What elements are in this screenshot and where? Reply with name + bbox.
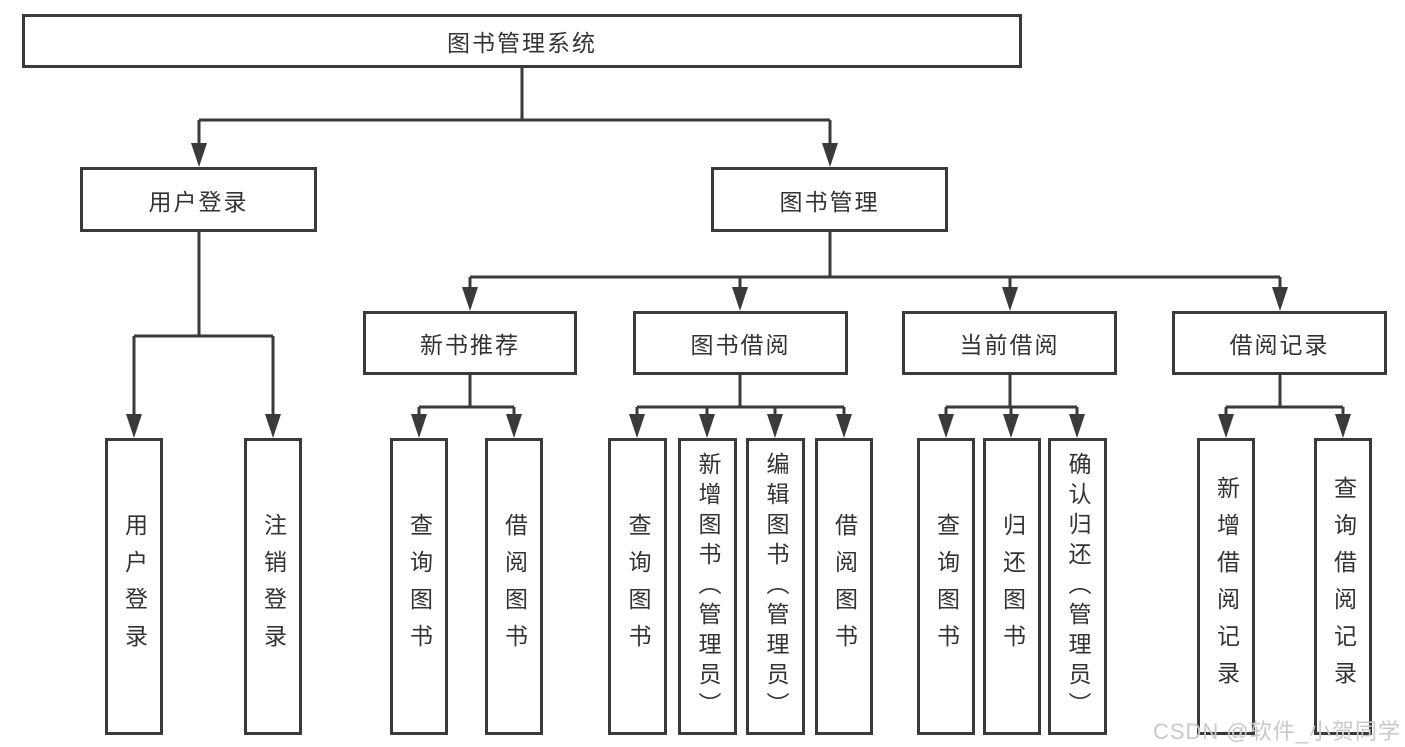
leaf-query-books-2: 查询图书 [608,438,667,735]
node-root-label: 图书管理系统 [447,30,597,56]
node-new-book-recommendation: 新书推荐 [363,311,577,375]
node-root: 图书管理系统 [22,14,1022,68]
node-book-borrowing-label: 图书借阅 [690,332,791,358]
node-book-management: 图书管理 [711,167,948,232]
leaf-query-borrowing-record-label: 查询借阅记录 [1330,475,1357,698]
leaf-confirm-return-admin: 确认归还（管理员） [1048,438,1107,735]
leaf-edit-book-admin: 编辑图书（管理员） [746,438,805,735]
leaf-borrow-books-2-label: 借阅图书 [831,512,858,661]
leaf-query-books-3: 查询图书 [917,438,975,735]
leaf-borrow-books-1-label: 借阅图书 [501,512,528,661]
leaf-logout: 注销登录 [244,438,302,735]
leaf-add-borrowing-record: 新增借阅记录 [1197,438,1255,735]
watermark: CSDN @软件_小贺同学 [1152,719,1401,744]
leaf-user-login-label: 用户登录 [121,512,148,661]
node-borrowing-records: 借阅记录 [1172,311,1387,375]
node-current-borrowing: 当前借阅 [902,311,1117,375]
leaf-edit-book-admin-label: 编辑图书（管理员） [763,451,789,722]
leaf-query-books-1: 查询图书 [390,438,448,735]
leaf-borrow-books-2: 借阅图书 [815,438,873,735]
leaf-borrow-books-1: 借阅图书 [485,438,543,735]
node-borrowing-records-label: 借阅记录 [1229,332,1330,358]
leaf-query-books-3-label: 查询图书 [933,512,960,661]
leaf-return-books: 归还图书 [983,438,1041,735]
connector-paths [132,68,1345,416]
leaf-logout-label: 注销登录 [260,512,287,661]
leaf-query-books-2-label: 查询图书 [625,512,651,661]
node-current-borrowing-label: 当前借阅 [959,332,1060,358]
leaf-user-login: 用户登录 [105,438,163,735]
leaf-query-borrowing-record: 查询借阅记录 [1314,438,1372,735]
node-user-login: 用户登录 [80,167,317,232]
node-user-login-label: 用户登录 [148,188,249,215]
node-new-book-recommendation-label: 新书推荐 [420,332,520,358]
leaf-add-borrowing-record-label: 新增借阅记录 [1213,475,1240,698]
node-book-management-label: 图书管理 [779,188,880,215]
leaf-return-books-label: 归还图书 [999,512,1026,661]
arrowheads [126,143,1351,438]
leaf-confirm-return-admin-label: 确认归还（管理员） [1065,451,1091,722]
node-book-borrowing: 图书借阅 [633,311,848,375]
leaf-query-books-1-label: 查询图书 [406,512,433,661]
leaf-add-book-admin-label: 新增图书（管理员） [695,451,721,722]
leaf-add-book-admin: 新增图书（管理员） [678,438,737,735]
